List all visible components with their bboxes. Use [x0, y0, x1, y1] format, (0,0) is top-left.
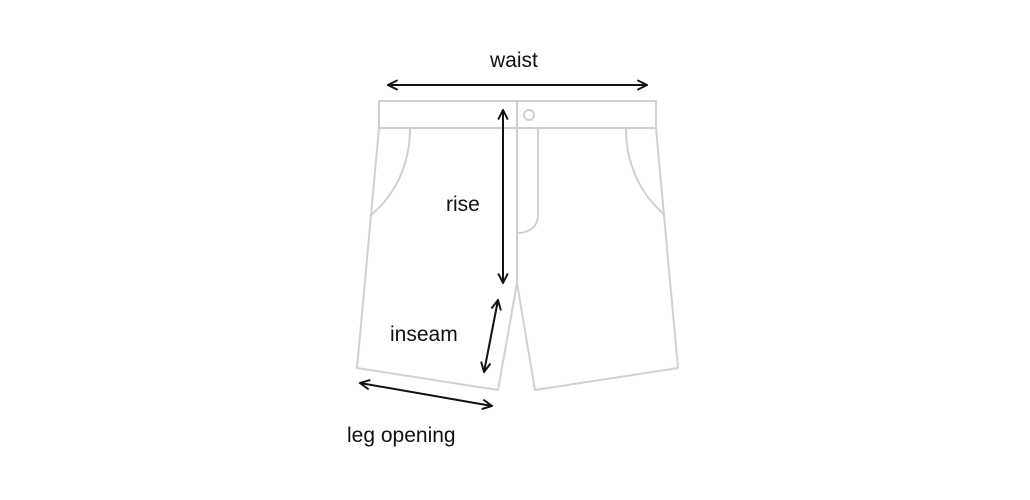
fly: [516, 128, 539, 234]
right-pocket: [625, 127, 666, 216]
inseam-arrow: [484, 300, 498, 372]
rise-label: rise: [446, 193, 480, 216]
button-icon: [523, 109, 535, 121]
left-pocket: [370, 127, 411, 216]
leg-opening-arrow: [360, 383, 492, 406]
leg-opening-label: leg opening: [347, 424, 456, 447]
inseam-label: inseam: [390, 323, 458, 346]
waist-label: waist: [490, 49, 538, 72]
left-leg: [356, 127, 518, 391]
right-leg: [516, 127, 679, 391]
